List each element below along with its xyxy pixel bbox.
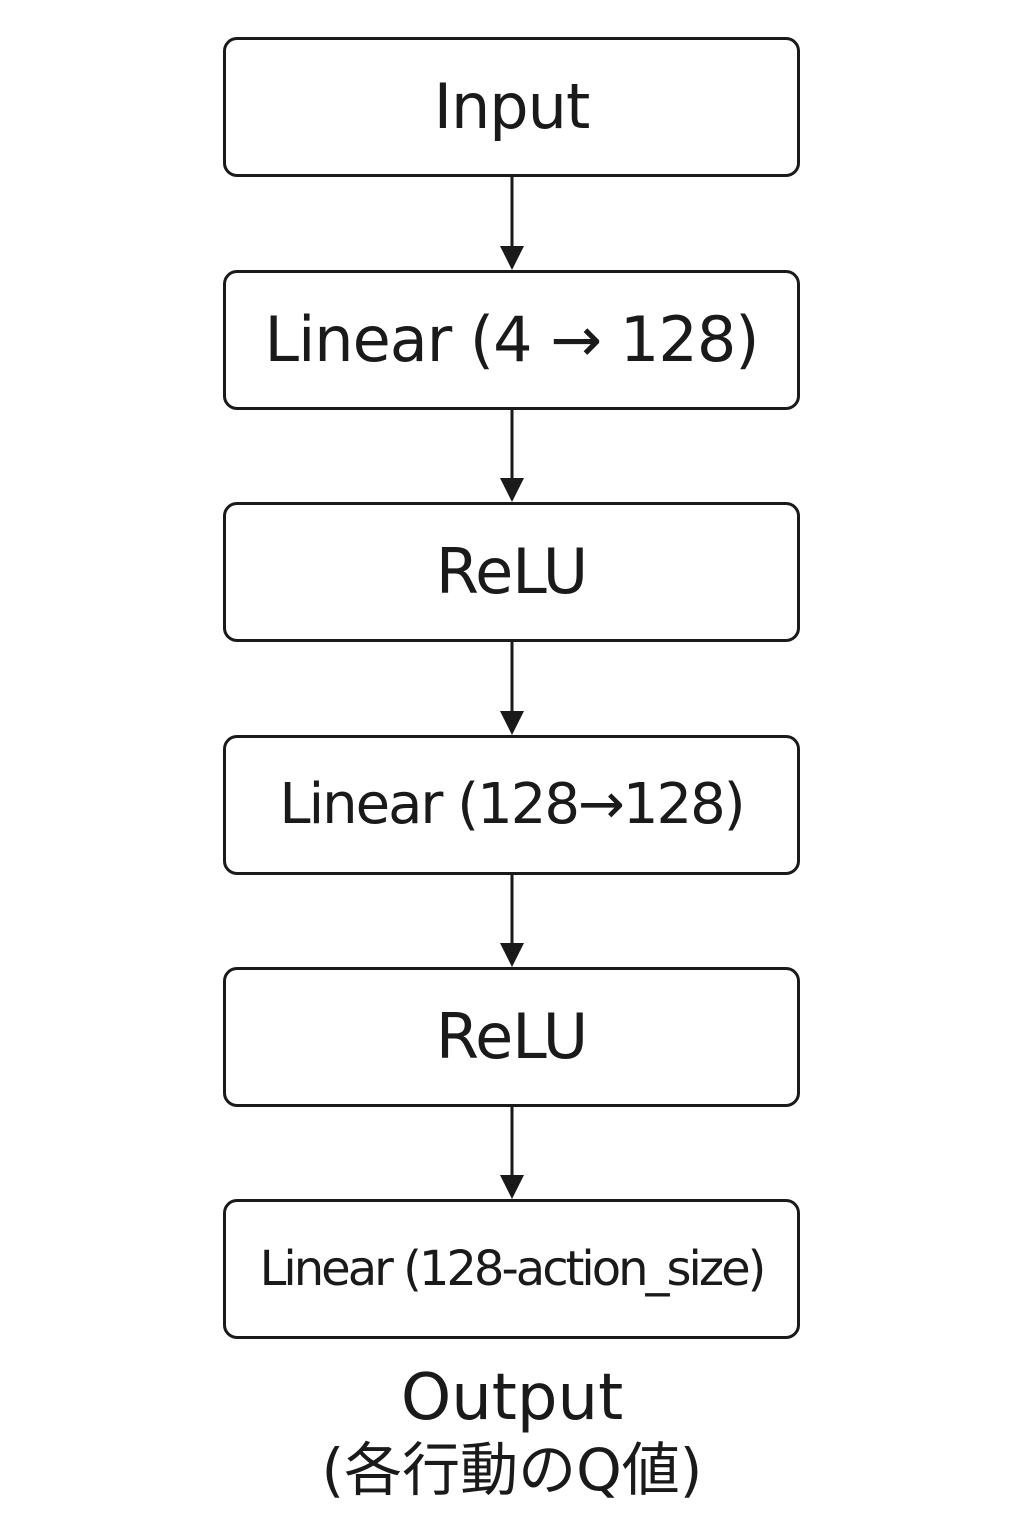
output-subtitle: (各行動のQ値) xyxy=(321,1436,703,1504)
arrow-linear-2-to-relu-2 xyxy=(500,875,524,967)
linear-layer-2-node: Linear (128→128) xyxy=(223,735,800,875)
relu-2-label: ReLU xyxy=(435,1000,588,1073)
input-node-label: Input xyxy=(433,70,591,143)
output-caption: Output (各行動のQ値) xyxy=(0,1362,1024,1506)
relu-2-node: ReLU xyxy=(223,967,800,1107)
output-title: Output xyxy=(400,1361,624,1435)
linear-layer-3-label: Linear (128-action_size) xyxy=(259,1241,767,1297)
linear-layer-1-label: Linear (4 → 128) xyxy=(264,303,760,376)
arrow-relu-1-to-linear-2 xyxy=(500,642,524,735)
arrow-input-to-linear-1 xyxy=(500,177,524,270)
input-node: Input xyxy=(223,37,800,177)
linear-layer-2-label: Linear (128→128) xyxy=(279,772,745,837)
linear-layer-1-node: Linear (4 → 128) xyxy=(223,270,800,410)
relu-1-label: ReLU xyxy=(435,535,588,608)
linear-layer-3-node: Linear (128-action_size) xyxy=(223,1199,800,1339)
arrow-linear-1-to-relu-1 xyxy=(500,410,524,502)
relu-1-node: ReLU xyxy=(223,502,800,642)
arrow-relu-2-to-linear-3 xyxy=(500,1107,524,1199)
